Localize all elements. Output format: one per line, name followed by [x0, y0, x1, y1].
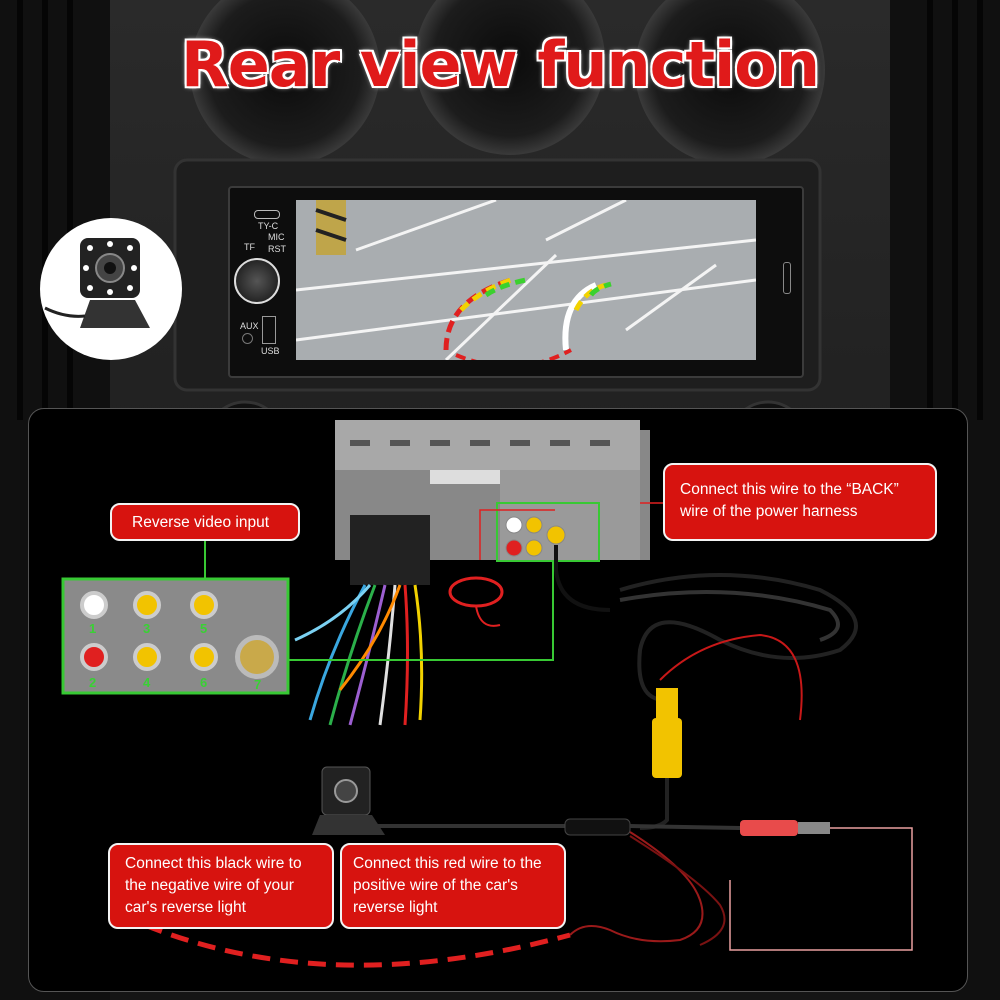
head-unit: TY-C MIC TF RST AUX USB	[228, 186, 804, 378]
typec-port[interactable]	[254, 210, 280, 219]
camera-inset	[40, 218, 182, 360]
rca-jack-3	[133, 591, 161, 619]
aux-port[interactable]	[242, 333, 253, 344]
callout-back-wire: Connect this wire to the “BACK” wire of …	[663, 463, 937, 541]
rst-label: RST	[268, 244, 286, 254]
rca-jack-6	[190, 643, 218, 671]
rca-jack-1	[80, 591, 108, 619]
typec-label: TY-C	[258, 221, 279, 231]
mic-label: MIC	[268, 232, 285, 242]
rca-jack-5	[190, 591, 218, 619]
usb-label: USB	[261, 346, 280, 356]
aux-label: AUX	[240, 321, 259, 331]
callout-black-wire: Connect this black wire to the negative …	[108, 843, 334, 929]
rca-label-4: 4	[143, 675, 151, 690]
rear-camera-display	[296, 200, 756, 360]
rca-label-6: 6	[200, 675, 208, 690]
rca-port-inset: 1 2 3 4 5 6 7	[63, 579, 288, 693]
backup-camera-icon	[44, 238, 150, 328]
rca-label-1: 1	[89, 621, 97, 636]
volume-knob[interactable]	[234, 258, 280, 304]
page-title: Rear view function	[181, 28, 820, 101]
tf-label: TF	[244, 242, 255, 252]
rca-jack-7	[235, 635, 279, 679]
callout-red-wire: Connect this red wire to the positive wi…	[340, 843, 566, 929]
unit-side-button[interactable]	[783, 262, 791, 294]
rca-label-2: 2	[89, 675, 97, 690]
usb-port[interactable]	[262, 316, 276, 344]
rca-jack-2	[80, 643, 108, 671]
rca-label-7: 7	[254, 677, 262, 692]
rca-label-5: 5	[200, 621, 208, 636]
callout-reverse-video-input: Reverse video input	[110, 503, 300, 541]
rca-label-3: 3	[143, 621, 151, 636]
rca-jack-4	[133, 643, 161, 671]
